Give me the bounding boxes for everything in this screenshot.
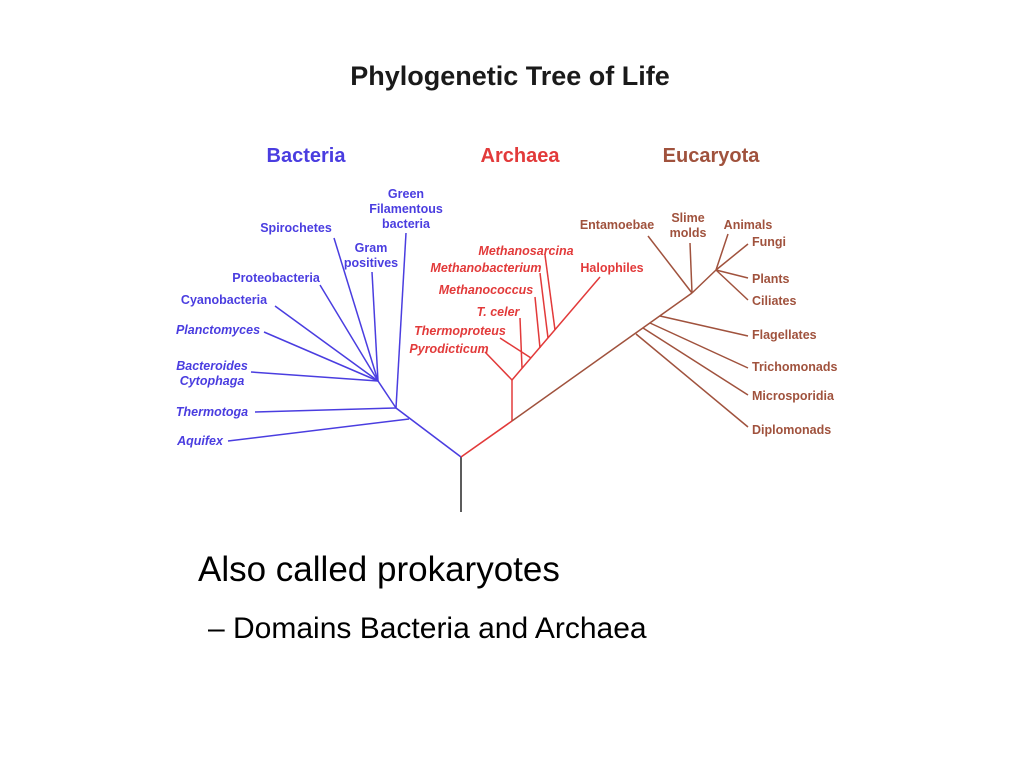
- bacteria-labels: Green Filamentous bacteria Spirochetes G…: [176, 187, 443, 448]
- bacteria-branches: [227, 232, 410, 442]
- label-slime-molds-1: Slime: [671, 211, 704, 225]
- sub-bullet-text: – Domains Bacteria and Archaea: [208, 612, 647, 645]
- domain-label-bacteria: Bacteria: [267, 145, 347, 167]
- label-thermotoga: Thermotoga: [176, 405, 248, 419]
- label-proteobacteria: Proteobacteria: [232, 271, 321, 285]
- label-cyanobacteria: Cyanobacteria: [181, 293, 268, 307]
- label-microsporidia: Microsporidia: [752, 389, 835, 403]
- branch-bacteria-stem: [395, 407, 462, 458]
- branch-archaea-euk-stem: [460, 420, 513, 458]
- label-flagellates: Flagellates: [752, 328, 817, 342]
- label-methanococcus: Methanococcus: [439, 283, 534, 297]
- root-branches: [395, 407, 513, 512]
- label-slime-molds-2: molds: [670, 226, 707, 240]
- label-plants: Plants: [752, 272, 790, 286]
- label-bacteroides: Bacteroides: [176, 359, 248, 373]
- label-trichomonads: Trichomonads: [752, 360, 837, 374]
- label-spirochetes: Spirochetes: [260, 221, 332, 235]
- label-planctomyces: Planctomyces: [176, 323, 260, 337]
- bullet-text: Also called prokaryotes: [198, 550, 560, 589]
- label-fungi: Fungi: [752, 235, 786, 249]
- eucaryota-branches: [511, 233, 749, 428]
- label-halophiles: Halophiles: [580, 261, 643, 275]
- label-t-celer: T. celer: [477, 305, 521, 319]
- label-gram-positives-2: positives: [344, 256, 398, 270]
- eucaryota-labels: Entamoebae Slime molds Animals Fungi Pla…: [580, 211, 838, 437]
- label-entamoebae: Entamoebae: [580, 218, 654, 232]
- label-ciliates: Ciliates: [752, 294, 797, 308]
- label-green-filamentous-2: Filamentous: [369, 202, 443, 216]
- label-green-filamentous-1: Green: [388, 187, 424, 201]
- archaea-labels: Methanosarcina Methanobacterium Halophil…: [409, 244, 643, 356]
- domain-label-eucaryota: Eucaryota: [663, 145, 761, 167]
- label-thermoproteus: Thermoproteus: [414, 324, 506, 338]
- label-green-filamentous-3: bacteria: [382, 217, 431, 231]
- label-methanosarcina: Methanosarcina: [478, 244, 573, 258]
- label-animals: Animals: [724, 218, 773, 232]
- archaea-branches: [484, 254, 601, 421]
- label-gram-positives-1: Gram: [355, 241, 388, 255]
- label-methanobacterium: Methanobacterium: [430, 261, 541, 275]
- diagram-title: Phylogenetic Tree of Life: [350, 61, 670, 91]
- label-pyrodicticum: Pyrodicticum: [409, 342, 488, 356]
- label-diplomonads: Diplomonads: [752, 423, 831, 437]
- label-cytophaga: Cytophaga: [180, 374, 245, 388]
- label-aquifex: Aquifex: [176, 434, 224, 448]
- domain-label-archaea: Archaea: [481, 145, 561, 167]
